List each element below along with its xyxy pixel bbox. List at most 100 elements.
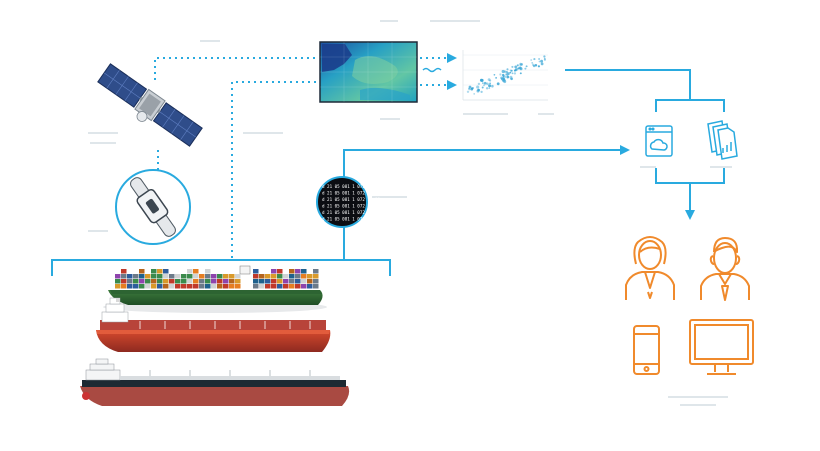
man-user-icon <box>700 237 750 301</box>
scatter-dot <box>514 69 516 72</box>
container-box <box>271 274 277 279</box>
container-box <box>295 279 301 284</box>
container-box <box>235 279 241 284</box>
container-box <box>163 269 169 274</box>
scatter-dot <box>471 87 474 90</box>
scatter-dot <box>524 67 527 70</box>
container-box <box>313 269 319 274</box>
ocean-map-thumbnail <box>319 41 418 103</box>
container-box <box>127 274 133 279</box>
scatter-dot <box>505 70 508 74</box>
container-box <box>277 279 283 284</box>
container-box <box>139 279 145 284</box>
container-box <box>289 274 295 279</box>
readout-line: d 21 05 081 1 072 21 00 <box>322 210 380 215</box>
container-box <box>163 274 169 279</box>
readout-line: d 21 05 081 1 072 21 02 <box>322 191 380 196</box>
scatter-dot <box>468 87 470 90</box>
container-box <box>187 269 193 274</box>
container-box <box>289 284 295 289</box>
container-box <box>151 274 157 279</box>
scatter-dot <box>495 77 497 79</box>
container-box <box>121 269 127 274</box>
scatter-dot <box>466 90 470 93</box>
tanker-ship-image <box>96 297 331 352</box>
scatter-dot <box>489 82 492 85</box>
container-box <box>313 284 319 289</box>
scatter-dot <box>477 82 481 86</box>
container-box <box>193 274 199 279</box>
container-box <box>271 269 277 274</box>
container-box <box>193 269 199 274</box>
container-box <box>277 284 283 289</box>
scatter-dot <box>486 82 489 86</box>
scatter-dot <box>506 68 509 71</box>
container-box <box>277 274 283 279</box>
scatter-dot <box>479 78 483 82</box>
scatter-dot <box>540 62 544 66</box>
scatter-dot <box>513 72 517 75</box>
container-box <box>283 284 289 289</box>
map-wave-icon <box>422 67 442 73</box>
container-box <box>157 284 163 289</box>
container-box <box>115 279 121 284</box>
scatter-dot <box>473 93 476 95</box>
container-box <box>121 279 127 284</box>
container-box <box>181 284 187 289</box>
scatter-dot <box>489 79 492 82</box>
container-box <box>133 279 139 284</box>
scatter-dot <box>519 72 522 75</box>
container-box <box>145 279 151 284</box>
scatter-dot <box>530 59 533 61</box>
container-box <box>127 279 133 284</box>
container-box <box>187 274 193 279</box>
scatter-dot <box>534 64 538 67</box>
scatter-dot <box>520 63 524 66</box>
scatter-dot <box>482 82 484 84</box>
scatter-dot <box>506 72 510 76</box>
scatter-dot <box>511 65 514 68</box>
container-box <box>121 284 127 289</box>
container-box <box>151 269 157 274</box>
cloud-to-audience-bracket <box>655 168 725 184</box>
readout-line: d 21 05 081 1 072 10 00 <box>322 197 380 202</box>
container-box <box>187 279 193 284</box>
container-box <box>289 279 295 284</box>
satellite-to-map-dotted-line <box>154 57 318 80</box>
container-box <box>295 274 301 279</box>
scatter-dot <box>506 75 510 79</box>
container-box <box>163 284 169 289</box>
container-box <box>307 274 313 279</box>
cloud-bracket <box>655 99 725 112</box>
readout-to-cloud-line <box>343 145 630 260</box>
container-box <box>115 284 121 289</box>
container-box <box>133 284 139 289</box>
container-box <box>295 284 301 289</box>
container-box <box>259 284 265 289</box>
container-box <box>307 279 313 284</box>
container-box <box>301 279 307 284</box>
container-box <box>145 274 151 279</box>
scatter-dot <box>477 88 480 92</box>
scatter-dot <box>531 62 534 64</box>
container-box <box>133 274 139 279</box>
sensor-device-icon <box>115 169 191 245</box>
container-box <box>205 284 211 289</box>
scatter-dot <box>503 70 507 73</box>
smartphone-icon <box>633 325 660 375</box>
container-box <box>271 284 277 289</box>
cloud-window-icon <box>645 125 673 157</box>
readout-line: d 21 05 081 1 072 10 00 <box>322 184 380 189</box>
readout-line: d 21 05 081 1 072 10 00 <box>322 204 380 209</box>
scatter-dot <box>487 78 491 81</box>
container-box <box>199 279 205 284</box>
container-box <box>205 274 211 279</box>
container-box <box>277 269 283 274</box>
woman-user-icon <box>625 236 675 300</box>
faint-labels <box>88 20 732 406</box>
scatter-dot <box>499 73 502 76</box>
container-box <box>187 284 193 289</box>
container-box <box>289 269 295 274</box>
container-box <box>175 284 181 289</box>
documents-icon <box>707 120 738 160</box>
